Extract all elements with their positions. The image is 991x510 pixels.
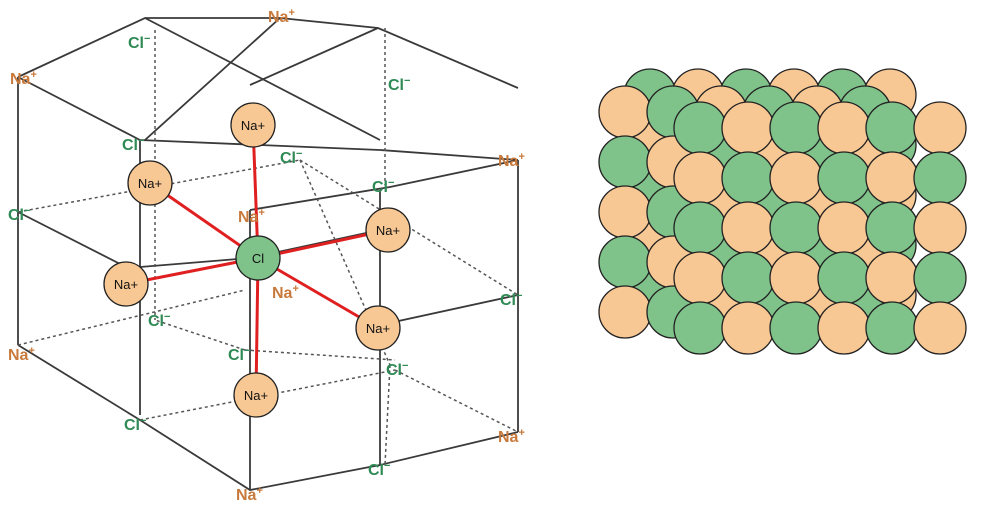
- sodium-ion-label: Na+: [268, 7, 295, 26]
- chloride-sphere: [598, 235, 652, 289]
- sodium-ion-label: Na+: [498, 151, 525, 170]
- sodium-sphere: [598, 85, 652, 139]
- unit-cell-lattice: [17, 17, 519, 491]
- lattice-hidden-edge: [244, 349, 396, 361]
- sodium-sphere: [817, 301, 871, 355]
- chloride-sphere: [769, 301, 823, 355]
- sodium-sphere: [769, 151, 823, 205]
- chloride-ion-label: Cl−: [388, 75, 410, 94]
- sodium-sphere: [865, 151, 919, 205]
- chloride-sphere: [817, 251, 871, 305]
- sodium-sphere: [769, 251, 823, 305]
- sodium-ion-label: Na+: [8, 345, 35, 364]
- lattice-hidden-edge: [394, 369, 519, 433]
- lattice-middle-back-edge: [249, 159, 519, 211]
- chloride-ion-label: Cl−: [122, 135, 144, 154]
- sodium-ion-sphere: Na+: [230, 102, 276, 148]
- sodium-ion-label: Na+: [10, 69, 37, 88]
- sodium-sphere: [913, 201, 967, 255]
- sodium-sphere: [598, 185, 652, 239]
- sodium-sphere: [913, 301, 967, 355]
- sodium-ion-sphere: Na+: [103, 261, 149, 307]
- sodium-ion-sphere: Na+: [127, 160, 173, 206]
- sodium-ion-sphere: Na+: [365, 207, 411, 253]
- chloride-sphere: [865, 201, 919, 255]
- chloride-ion-label: Cl−: [280, 148, 302, 167]
- space-filling-model: [598, 68, 967, 355]
- svg-text:Na+: Na+: [114, 277, 138, 292]
- chloride-ion-label: Cl−: [500, 290, 522, 309]
- lattice-middle-right-edge: [379, 294, 519, 326]
- svg-text:Na+: Na+: [244, 388, 268, 403]
- lattice-ion-labels: Na+Cl−Na+Cl−Cl−Na+Cl−Cl−Cl−Na+Na+Cl−Cl−N…: [8, 7, 525, 504]
- sodium-sphere: [673, 251, 727, 305]
- chloride-ion-label: Cl−: [124, 415, 146, 434]
- octahedral-atoms: Na+ Na+ Na+ Na+ Na+ Na+ Cl: [103, 102, 411, 418]
- lattice-hidden-edge: [17, 289, 246, 346]
- chloride-sphere: [673, 201, 727, 255]
- sodium-ion-sphere: Na+: [355, 305, 401, 351]
- chloride-sphere: [913, 251, 967, 305]
- chloride-sphere: [673, 101, 727, 155]
- chloride-sphere: [721, 151, 775, 205]
- chloride-sphere: [865, 101, 919, 155]
- chloride-sphere: [598, 135, 652, 189]
- chloride-ion-label: Cl−: [228, 345, 250, 364]
- lattice-hidden-edge: [154, 319, 246, 351]
- sodium-ion-label: Na+: [238, 207, 265, 226]
- sodium-sphere: [673, 151, 727, 205]
- lattice-middle-front-edge: [17, 211, 381, 269]
- sodium-sphere: [817, 101, 871, 155]
- chloride-sphere: [721, 251, 775, 305]
- svg-text:Cl: Cl: [252, 251, 264, 266]
- svg-text:Na+: Na+: [366, 321, 390, 336]
- lattice-top-diagonal: [144, 17, 281, 141]
- svg-text:Na+: Na+: [138, 176, 162, 191]
- chloride-sphere: [673, 301, 727, 355]
- ionic-bond: [257, 256, 379, 330]
- chloride-ion-label: Cl−: [148, 311, 170, 330]
- sodium-sphere: [721, 301, 775, 355]
- chloride-ion-label: Cl−: [386, 360, 408, 379]
- chloride-ion-label: Cl−: [128, 33, 150, 52]
- chloride-ion-label: Cl−: [372, 177, 394, 196]
- sodium-ion-label: Na+: [498, 427, 525, 446]
- svg-text:Na+: Na+: [241, 118, 265, 133]
- sodium-ion-sphere: Na+: [233, 372, 279, 418]
- svg-text:Na+: Na+: [376, 223, 400, 238]
- lattice-hidden-edge: [384, 364, 391, 466]
- ionic-bond: [254, 257, 260, 396]
- lattice-hidden-edge: [139, 369, 396, 421]
- sodium-sphere: [913, 101, 967, 155]
- lattice-bottom-front-edge: [17, 344, 519, 491]
- chloride-sphere: [865, 301, 919, 355]
- sodium-ion-label: Na+: [236, 485, 263, 504]
- chloride-ion-sphere: Cl: [235, 235, 281, 281]
- sodium-sphere: [721, 101, 775, 155]
- sodium-ion-label: Na+: [272, 283, 299, 302]
- lattice-top-inner: [249, 27, 379, 86]
- chloride-sphere: [913, 151, 967, 205]
- sodium-sphere: [721, 201, 775, 255]
- chloride-ion-label: Cl−: [8, 205, 30, 224]
- chloride-ion-label: Cl−: [368, 460, 390, 479]
- sodium-sphere: [598, 285, 652, 339]
- sodium-sphere: [865, 251, 919, 305]
- chloride-sphere: [769, 101, 823, 155]
- chloride-sphere: [817, 151, 871, 205]
- sodium-sphere: [817, 201, 871, 255]
- chloride-sphere: [769, 201, 823, 255]
